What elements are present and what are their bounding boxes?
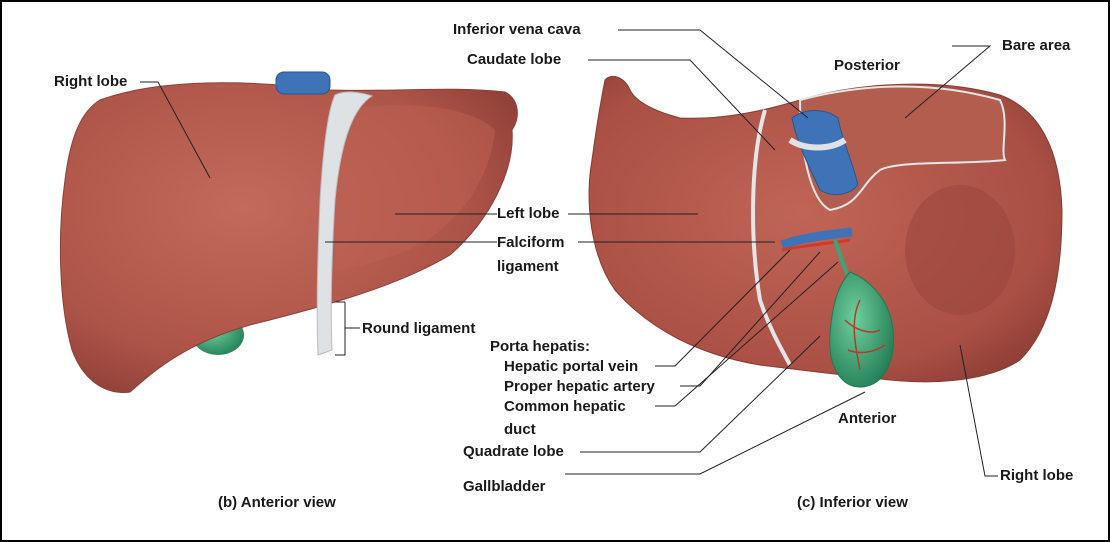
label-hepatic-portal-vein: Hepatic portal vein: [504, 358, 638, 375]
label-common-hepatic-duct-1: Common hepatic: [504, 398, 626, 415]
caption-inferior-view: (c) Inferior view: [797, 494, 908, 511]
label-right-lobe-inferior: Right lobe: [1000, 467, 1073, 484]
label-gallbladder: Gallbladder: [463, 478, 546, 495]
liver-inferior-illustration: [589, 76, 1062, 387]
label-falciform-2: ligament: [497, 258, 559, 275]
label-left-lobe: Left lobe: [497, 205, 560, 222]
label-falciform-1: Falciform: [497, 234, 565, 251]
caption-anterior-view: (b) Anterior view: [218, 494, 336, 511]
label-common-hepatic-duct-2: duct: [504, 421, 536, 438]
label-inferior-vena-cava: Inferior vena cava: [453, 21, 581, 38]
label-porta-hepatis: Porta hepatis:: [490, 338, 590, 355]
liver-anterior-illustration: [60, 72, 517, 393]
label-right-lobe-anterior: Right lobe: [54, 73, 127, 90]
label-anterior: Anterior: [838, 410, 896, 427]
label-posterior: Posterior: [834, 57, 900, 74]
label-quadrate-lobe: Quadrate lobe: [463, 443, 564, 460]
label-proper-hepatic-artery: Proper hepatic artery: [504, 378, 655, 395]
label-caudate-lobe: Caudate lobe: [467, 51, 561, 68]
label-round-ligament: Round ligament: [362, 320, 475, 337]
label-bare-area: Bare area: [1002, 37, 1070, 54]
anterior-ivc-shape: [276, 72, 330, 94]
